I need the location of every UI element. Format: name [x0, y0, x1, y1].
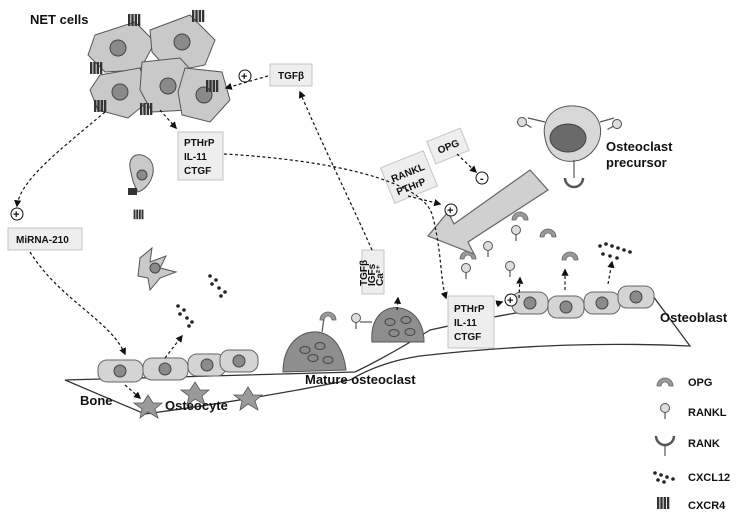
svg-text:MiRNA-210: MiRNA-210 — [16, 235, 69, 246]
mirna-box: MiRNA-210 — [7, 227, 83, 251]
svg-text:OPG: OPG — [688, 377, 712, 389]
plus-circle-mirna: + — [10, 207, 24, 221]
net-cells-cluster — [87, 10, 231, 123]
opg-box: OPG — [426, 127, 470, 165]
legend-opg: OPG — [656, 377, 712, 389]
plus-circle-rankl: + — [444, 203, 458, 217]
svg-text:TGFβ: TGFβ — [359, 260, 370, 286]
cxcr4-receptor — [192, 10, 205, 22]
differentiation-arrow — [427, 169, 549, 256]
legend-cxcr4: CXCR4 — [657, 497, 726, 512]
cxcr4-icon — [657, 497, 670, 509]
svg-text:+: + — [447, 205, 453, 217]
svg-text:CXCR4: CXCR4 — [688, 500, 726, 512]
single-net-cell — [128, 154, 154, 195]
bone-shape — [64, 291, 692, 415]
opg-icon — [656, 377, 674, 387]
migrating-cell — [133, 209, 178, 292]
legend-rankl: RANKL — [659, 402, 727, 420]
tgfb-box: TGFβ — [269, 63, 313, 87]
cxcl12-dots — [176, 242, 632, 328]
osteocytes — [132, 381, 264, 419]
svg-text:RANK: RANK — [688, 438, 720, 450]
svg-text:+: + — [13, 209, 19, 221]
osteocyte-label: Osteocyte — [165, 398, 228, 413]
svg-text:IGFs: IGFs — [367, 263, 378, 286]
plus-circle-osteoblast: + — [504, 293, 518, 307]
osteoclast-precursor — [515, 105, 624, 189]
svg-text:CTGF: CTGF — [454, 332, 481, 343]
mature-osteoclasts — [282, 307, 425, 373]
cxcr4-receptor — [140, 103, 153, 115]
minus-circle-opg: - — [475, 171, 489, 185]
svg-text:+: + — [507, 295, 513, 307]
svg-text:IL-11: IL-11 — [454, 318, 477, 329]
cxcl12-icon — [653, 471, 675, 484]
rank-icon — [654, 435, 676, 447]
signalling-arrows — [14, 75, 615, 399]
svg-text:TGFβ: TGFβ — [278, 71, 304, 82]
legend: OPG RANKL RANK CXCL12 CXCR4 — [653, 377, 730, 512]
svg-text:PTHrP: PTHrP — [184, 138, 215, 149]
rankl-pthrp-box: RANKL PTHrP — [379, 150, 439, 204]
bone-released-factors-box: TGFβ IGFs Ca²⁺ — [359, 249, 386, 295]
svg-text:IL-11: IL-11 — [184, 152, 207, 163]
svg-text:-: - — [480, 173, 484, 185]
svg-text:RANKL: RANKL — [688, 407, 727, 419]
legend-rank: RANK — [654, 435, 720, 456]
svg-text:Ca²⁺: Ca²⁺ — [375, 265, 386, 286]
rankl-icon — [659, 402, 671, 420]
opg-icon — [319, 311, 337, 321]
net-cells-label: NET cells — [30, 12, 89, 27]
osteoblast-factors-box: PTHrP IL-11 CTGF — [447, 295, 495, 349]
mature-osteoclast-label: Mature osteoclast — [305, 372, 416, 387]
bone-label: Bone — [80, 393, 113, 408]
osteoblasts — [511, 285, 655, 319]
net-secreted-factors-box: PTHrP IL-11 CTGF — [177, 131, 224, 181]
osteoblast-label: Osteoblast — [660, 310, 728, 325]
svg-text:PTHrP: PTHrP — [454, 304, 485, 315]
svg-text:CXCL12: CXCL12 — [688, 472, 730, 484]
osteoclast-precursor-label-1: Osteoclast — [606, 139, 673, 154]
rankl-icon — [350, 312, 362, 330]
svg-text:+: + — [241, 71, 247, 83]
svg-text:CTGF: CTGF — [184, 166, 211, 177]
osteoclast-precursor-label-2: precursor — [606, 155, 667, 170]
lining-cells-left — [97, 349, 259, 383]
legend-cxcl12: CXCL12 — [653, 471, 730, 484]
